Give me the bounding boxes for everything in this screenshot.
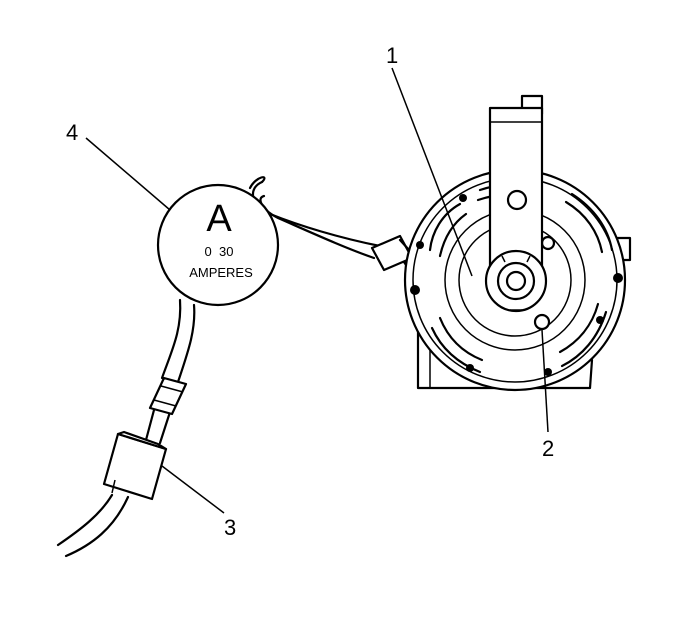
callout-1: 1: [386, 43, 473, 277]
callout-2-label: 2: [542, 436, 554, 461]
callout-1-label: 1: [386, 43, 398, 68]
meter-symbol: A: [206, 198, 232, 240]
test-lead-lower: [56, 298, 196, 558]
callout-3-label: 3: [224, 515, 236, 540]
callout-4-label: 4: [66, 120, 78, 145]
meter-unit: AMPERES: [189, 265, 253, 280]
callout-4: 4: [66, 120, 171, 211]
meter-scale: 0 30: [205, 244, 234, 259]
ammeter: A 0 30 AMPERES: [156, 183, 280, 307]
compressor: [403, 94, 632, 392]
callout-2: 2: [541, 329, 554, 461]
callout-3: 3: [161, 465, 236, 540]
lead-connector: [102, 430, 168, 501]
lead-sleeve: [148, 376, 188, 416]
